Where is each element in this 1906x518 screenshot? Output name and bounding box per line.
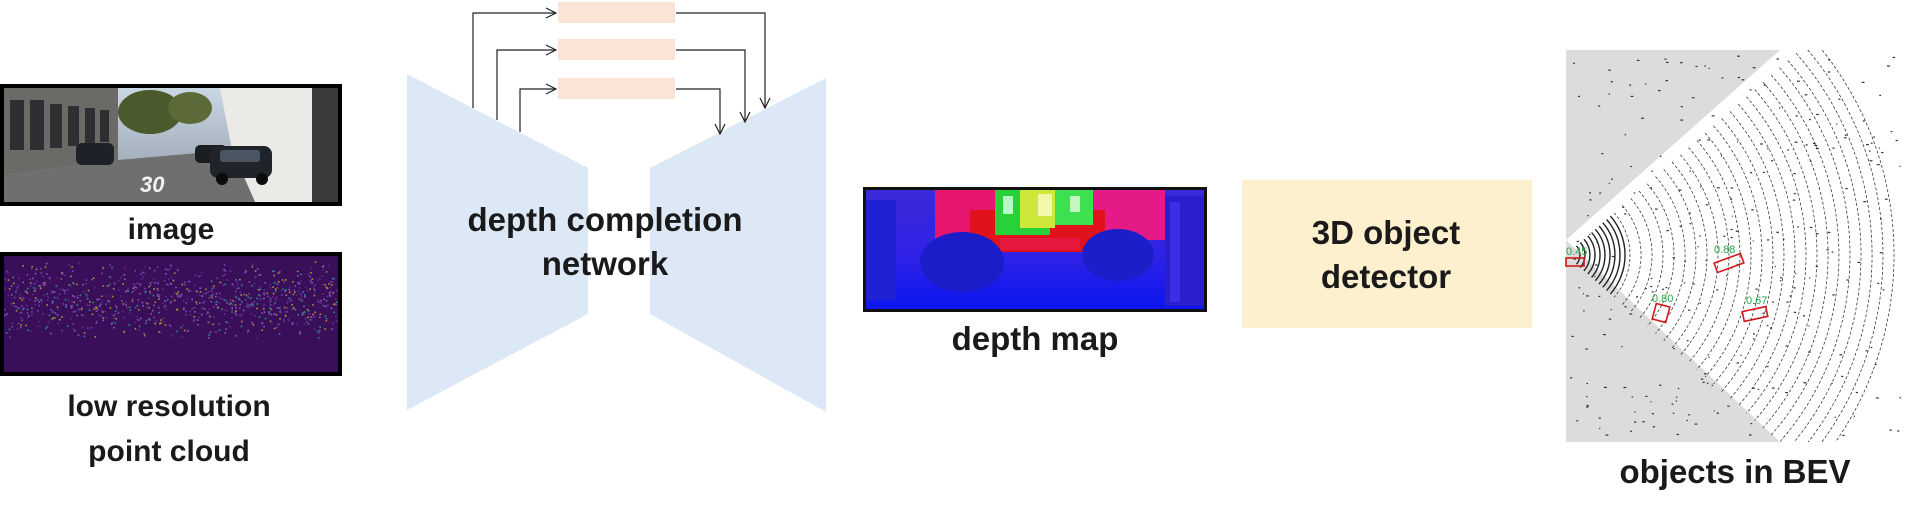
encoder-trapezoid (407, 74, 588, 410)
detection-score-2: 0.88 (1714, 244, 1735, 256)
detection-box-1 (1565, 257, 1585, 267)
detection-box-3 (1651, 302, 1671, 324)
image-panel: 30 (0, 84, 342, 206)
skip-connection-block-1 (558, 2, 675, 23)
bev-label: objects in BEV (1619, 453, 1850, 490)
depth-map-label: depth map (952, 320, 1119, 357)
detection-score-1: 0.45 (1566, 246, 1587, 258)
bev-panel: 0.45 0.88 0.80 0.67 (1565, 50, 1906, 442)
decoder-trapezoid (650, 78, 826, 412)
depth-map-panel (863, 187, 1207, 312)
network-label-line1: depth completion (468, 201, 743, 238)
point-cloud-panel (0, 252, 342, 376)
point-cloud-label-line1: low resolution (67, 390, 270, 423)
image-label: image (128, 213, 215, 246)
detector-label-line1: 3D object (1312, 214, 1461, 251)
skip-connection-arrows (472, 13, 765, 134)
road-marking: 30 (140, 172, 165, 197)
detection-box-4 (1741, 305, 1769, 323)
detection-box-2 (1713, 252, 1745, 274)
network-label-line2: network (542, 245, 669, 282)
detector-box (1242, 180, 1532, 328)
skip-connection-block-2 (558, 39, 675, 60)
skip-connection-block-3 (558, 78, 675, 99)
detection-score-3: 0.80 (1652, 293, 1673, 305)
detector-label-line2: detector (1321, 258, 1451, 295)
detection-boxes (1565, 252, 1769, 324)
detection-score-4: 0.67 (1746, 295, 1767, 307)
point-cloud-label-line2: point cloud (88, 435, 250, 468)
